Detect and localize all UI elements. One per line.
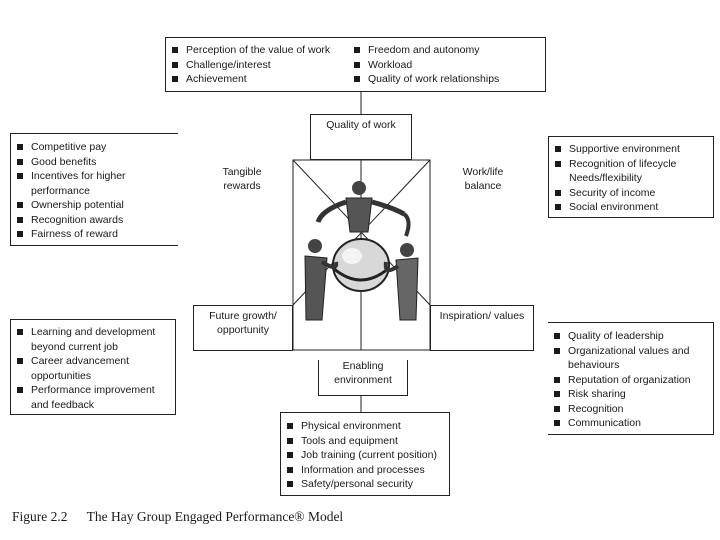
list-item: Achievement [170, 72, 352, 87]
list-item: Competitive pay [15, 140, 178, 155]
label-enabling-environment: Enabling environment [318, 360, 408, 396]
label-inspiration-values: Inspiration/ values [430, 305, 534, 351]
bottom-box: Physical environment Tools and equipment… [280, 412, 450, 496]
list-item: Good benefits [15, 155, 178, 170]
list-item: Incentives for higher performance [15, 169, 151, 198]
list-item: Freedom and autonomy [352, 43, 499, 58]
list-item: Reputation of organization [552, 373, 713, 388]
list-item: Tools and equipment [285, 434, 449, 449]
right-upper-list: Supportive environment Recognition of li… [553, 142, 713, 215]
list-item: Recognition [552, 402, 713, 417]
label-tangible-rewards: Tangible rewards [208, 166, 276, 193]
list-item: Organizational values and behaviours [552, 344, 708, 373]
list-item: Challenge/interest [170, 58, 352, 73]
list-item: Fairness of reward [15, 227, 178, 242]
label-quality-of-work: Quality of work [310, 114, 412, 160]
list-item: Performance improvement and feedback [15, 383, 171, 412]
list-item: Supportive environment [553, 142, 713, 157]
list-item: Quality of leadership [552, 329, 713, 344]
figure-title: The Hay Group Engaged Performance® Model [86, 509, 344, 524]
list-item: Ownership potential [15, 198, 178, 213]
list-item: Recognition of lifecycle Needs/flexibili… [553, 157, 699, 186]
label-work-life-balance: Work/life balance [450, 166, 516, 193]
top-box: Perception of the value of work Challeng… [165, 37, 546, 92]
right-lower-box: Quality of leadership Organizational val… [548, 322, 714, 435]
list-item: Perception of the value of work [170, 43, 352, 58]
list-item: Workload [352, 58, 499, 73]
list-item: Safety/personal security [285, 477, 449, 492]
left-lower-list: Learning and development beyond current … [15, 325, 175, 412]
list-item: Quality of work relationships [352, 72, 499, 87]
figure-caption: Figure 2.2 The Hay Group Engaged Perform… [12, 509, 343, 525]
right-upper-box: Supportive environment Recognition of li… [548, 136, 714, 218]
list-item: Learning and development beyond current … [15, 325, 171, 354]
figure-number: Figure 2.2 [12, 509, 68, 524]
left-lower-box: Learning and development beyond current … [10, 319, 176, 415]
list-item: Physical environment [285, 419, 449, 434]
list-item: Security of income [553, 186, 713, 201]
left-upper-box: Competitive pay Good benefits Incentives… [10, 133, 178, 246]
list-item: Communication [552, 416, 713, 431]
bottom-list: Physical environment Tools and equipment… [285, 419, 449, 492]
label-future-growth: Future growth/ opportunity [193, 305, 293, 351]
list-item: Social environment [553, 200, 713, 215]
list-item: Job training (current position) [285, 448, 449, 463]
list-item: Career advancement opportunities [15, 354, 151, 383]
left-upper-list: Competitive pay Good benefits Incentives… [15, 140, 178, 242]
list-item: Risk sharing [552, 387, 713, 402]
list-item: Recognition awards [15, 213, 178, 228]
right-lower-list: Quality of leadership Organizational val… [552, 329, 713, 431]
top-box-right-list: Freedom and autonomy Workload Quality of… [352, 43, 499, 87]
top-box-left-list: Perception of the value of work Challeng… [170, 43, 352, 87]
people-holding-globe-icon [304, 181, 419, 321]
list-item: Information and processes [285, 463, 449, 478]
